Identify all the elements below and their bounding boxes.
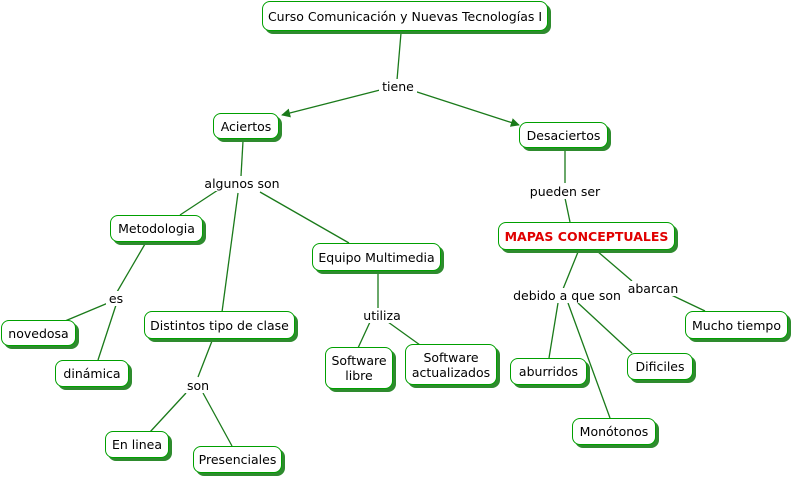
concept-equipo-multimedia[interactable]: Equipo Multimedia <box>312 243 441 271</box>
link-label-son: son <box>183 378 213 393</box>
line-metodologia-es <box>116 243 146 293</box>
line-aciertos-algunos <box>240 140 244 177</box>
concept-dificiles[interactable]: Dificiles <box>627 353 693 380</box>
link-label-abarcan: abarcan <box>625 281 681 296</box>
concept-distintos-tipo-de-clase[interactable]: Distintos tipo de clase <box>144 311 295 339</box>
line-distintos-son <box>197 340 213 378</box>
concept-presenciales[interactable]: Presenciales <box>193 446 282 473</box>
concept-en-linea[interactable]: En linea <box>105 431 169 458</box>
concept-mapas-conceptuales[interactable]: MAPAS CONCEPTUALES <box>498 222 675 250</box>
concept-metodologia[interactable]: Metodologia <box>110 215 203 242</box>
concept-novedosa[interactable]: novedosa <box>1 320 76 346</box>
line-root-tiene <box>396 32 402 81</box>
concept-aburridos[interactable]: aburridos <box>510 358 587 385</box>
line-algunos-metodologia <box>179 189 219 216</box>
link-label-utiliza: utiliza <box>360 308 404 323</box>
concept-monotonos[interactable]: Monótonos <box>572 418 656 445</box>
line-debido-aburridos <box>548 302 559 359</box>
line-tiene-desaciertos <box>413 90 520 127</box>
line-es-dinamica <box>97 304 117 361</box>
concept-dinamica[interactable]: dinámica <box>55 360 129 387</box>
link-label-pueden-ser: pueden ser <box>527 184 603 199</box>
line-algunos-distintos <box>221 192 239 313</box>
line-debido-dificiles <box>577 302 633 354</box>
link-label-es: es <box>106 291 126 306</box>
line-mapas-debido <box>562 251 579 290</box>
line-utiliza-swlibre <box>357 321 371 349</box>
concept-mucho-tiempo[interactable]: Mucho tiempo <box>685 311 788 339</box>
link-label-tiene: tiene <box>379 79 417 94</box>
link-label-algunos-son: algunos son <box>202 176 282 191</box>
line-son-presenciales <box>202 392 233 447</box>
line-son-enlinea <box>149 392 187 433</box>
line-mapas-abarcan <box>596 250 633 282</box>
line-utiliza-swact <box>387 321 421 346</box>
concept-root[interactable]: Curso Comunicación y Nuevas Tecnologías … <box>262 1 548 31</box>
link-label-debido-a-que-son: debido a que son <box>511 288 623 303</box>
line-tiene-aciertos <box>281 89 381 118</box>
line-debido-monotonos <box>567 302 611 419</box>
concept-desaciertos[interactable]: Desaciertos <box>519 122 608 148</box>
concept-software-libre[interactable]: Software libre <box>325 347 393 389</box>
line-algunos-equipo <box>259 191 350 244</box>
concept-software-actualizados[interactable]: Software actualizados <box>405 344 497 385</box>
line-es-novedosa <box>64 302 109 322</box>
line-pueden-mapas <box>564 197 571 223</box>
concept-aciertos[interactable]: Aciertos <box>213 113 279 139</box>
